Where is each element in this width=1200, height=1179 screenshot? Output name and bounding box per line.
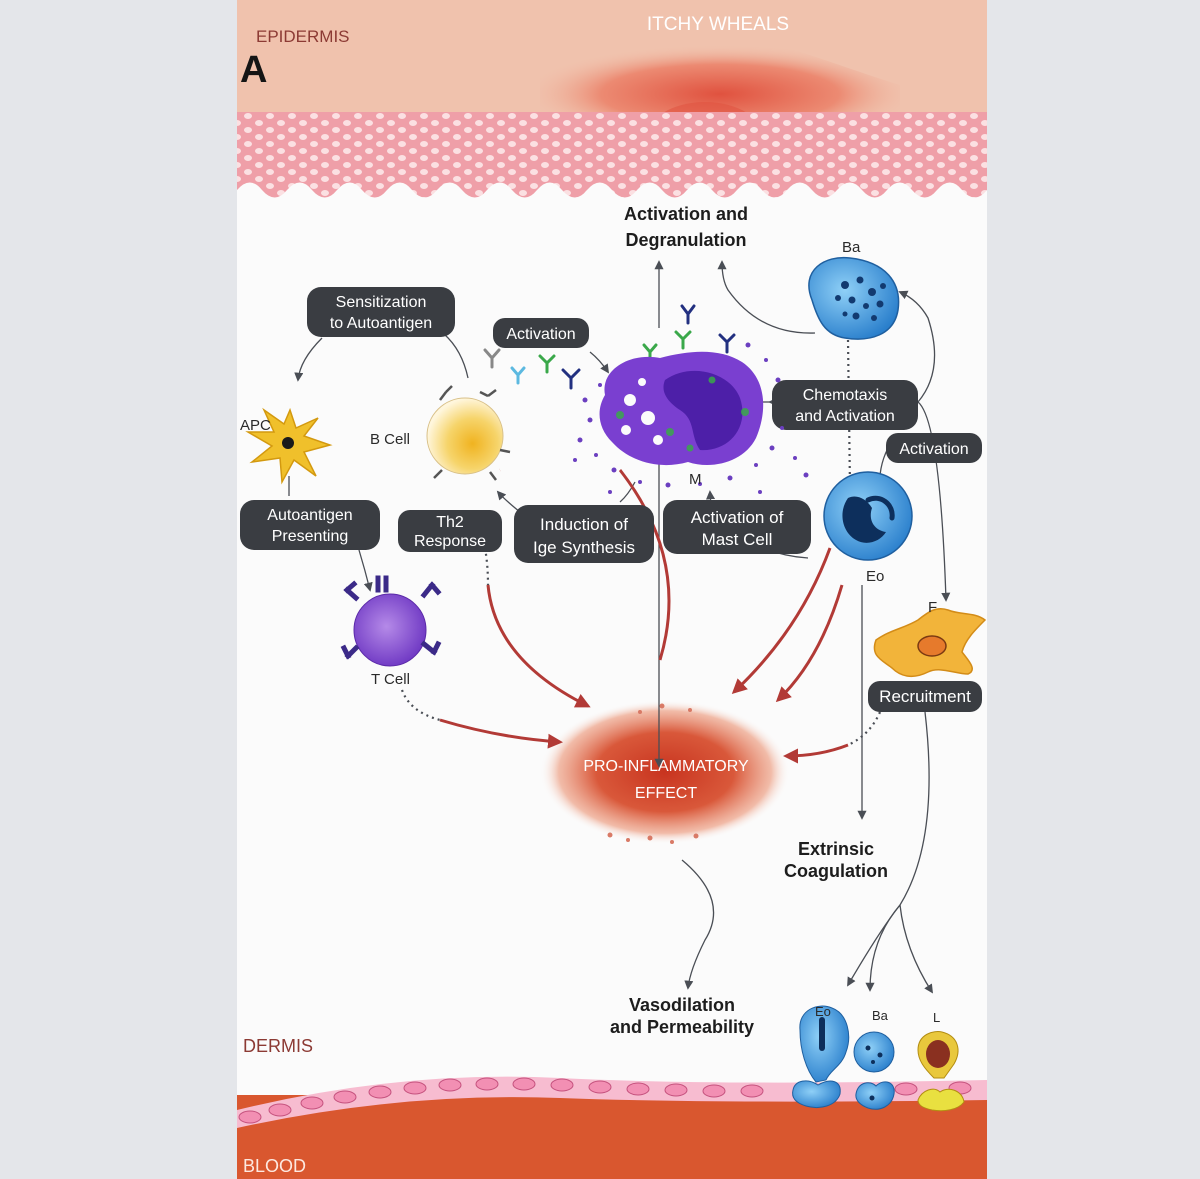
self-loop-arrow [498, 447, 622, 473]
svg-text:Activation of: Activation of [691, 508, 784, 527]
epidermis-label: EPIDERMIS [256, 27, 350, 46]
basophil-label: Ba [842, 239, 861, 256]
inflammation-speckles [607, 703, 699, 844]
svg-text:and Activation: and Activation [795, 408, 895, 425]
pill-activation-right: Activation [886, 433, 982, 463]
pill-activation-antibody: Activation [493, 318, 589, 348]
vasodilation-line2: and Permeability [610, 1017, 754, 1037]
vasodilation-line1: Vasodilation [629, 995, 735, 1015]
svg-text:Autoantigen: Autoantigen [267, 507, 352, 524]
itchy-wheals-label: ITCHY WHEALS [647, 14, 789, 35]
pathway-arrows [288, 260, 951, 994]
svg-text:to Autoantigen: to Autoantigen [330, 315, 432, 332]
eosinophil-migrating [792, 1005, 850, 1108]
pill-chemotaxis: Chemotaxis and Activation [772, 380, 918, 430]
svg-text:Mast Cell: Mast Cell [702, 530, 773, 549]
t-cell-label: T Cell [371, 671, 410, 688]
extrinsic-coagulation-line1: Extrinsic [798, 839, 874, 859]
svg-text:Ige Synthesis: Ige Synthesis [533, 538, 635, 557]
apc-label: APC [240, 417, 271, 434]
pro-inflammatory-blob [540, 700, 790, 844]
svg-text:Response: Response [414, 533, 486, 550]
pill-sensitization: Sensitization to Autoantigen [307, 287, 455, 337]
b-cell-label: B Cell [370, 431, 410, 448]
fibroblast-label: F [928, 599, 937, 616]
blood-label: BLOOD [243, 1156, 306, 1176]
svg-text:Sensitization: Sensitization [336, 294, 427, 311]
pill-autoantigen: Autoantigen Presenting [240, 500, 380, 550]
mast-cell [573, 342, 809, 494]
fibroblast-cell [873, 608, 987, 678]
basophil-migrating [853, 1031, 895, 1110]
lymphocyte-migrating [917, 1031, 965, 1112]
eo-bottom-label: Eo [815, 1004, 831, 1019]
svg-text:Induction of: Induction of [540, 515, 628, 534]
pill-mast-cell-activation: Activation of Mast Cell [663, 500, 811, 554]
pill-recruitment: Recruitment [868, 681, 982, 712]
apc-cell [245, 407, 333, 485]
svg-text:Presenting: Presenting [272, 528, 349, 545]
eosinophil-cell [823, 471, 913, 561]
degranulation-label-line2: Degranulation [625, 230, 746, 250]
svg-text:Chemotaxis: Chemotaxis [803, 387, 887, 404]
blood-layer [237, 1095, 987, 1179]
effect-label-line1: PRO-INFLAMMATORY [583, 758, 749, 775]
mast-cell-label: M [689, 471, 702, 488]
pill-ige-synthesis: Induction of Ige Synthesis [514, 505, 654, 563]
svg-text:Activation: Activation [506, 326, 575, 343]
dermal-papillae-band [237, 112, 987, 198]
svg-text:Th2: Th2 [436, 514, 464, 531]
svg-text:Activation: Activation [899, 441, 968, 458]
dermis-label: DERMIS [243, 1036, 313, 1056]
pill-th2: Th2 Response [398, 510, 502, 552]
effect-label-line2: EFFECT [635, 785, 697, 802]
dotted-links [400, 339, 882, 747]
l-bottom-label: L [933, 1010, 940, 1025]
ba-bottom-label: Ba [872, 1008, 889, 1023]
svg-text:Recruitment: Recruitment [879, 687, 971, 706]
basophil-cell [808, 256, 900, 340]
wheal-bump [540, 22, 900, 112]
eosinophil-label: Eo [866, 568, 884, 585]
degranulation-label-line1: Activation and [624, 204, 748, 224]
panel-letter: A [240, 49, 267, 91]
endothelial-cells [238, 1077, 972, 1124]
t-cell [340, 575, 442, 667]
extrinsic-coagulation-line2: Coagulation [784, 861, 888, 881]
b-cell [426, 385, 511, 481]
